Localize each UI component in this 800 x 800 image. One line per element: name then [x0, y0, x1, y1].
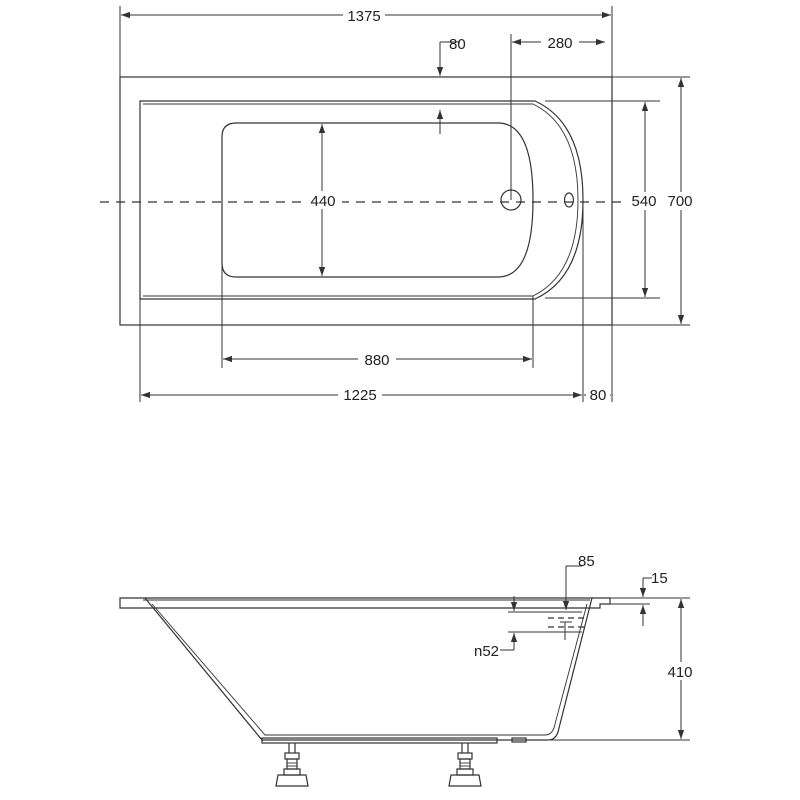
top-view: 1375 80 280 440 540 700 880	[100, 6, 697, 404]
foot-right	[448, 743, 482, 787]
overflow-outlet	[508, 611, 586, 640]
side-view: 85 15 n52 410	[119, 553, 697, 787]
dim-label-1375: 1375	[347, 8, 380, 25]
side-body	[144, 597, 593, 741]
side-body-inner	[151, 603, 588, 736]
top-basin	[221, 122, 534, 278]
dim-label-80-top: 80	[449, 36, 466, 53]
dim-label-880: 880	[364, 352, 389, 369]
side-rim	[119, 597, 611, 609]
dim-label-410: 410	[667, 664, 692, 681]
dim-label-15: 15	[651, 570, 668, 587]
dim-label-85: 85	[578, 553, 595, 570]
top-outer-rim	[119, 76, 613, 326]
dim-label-n52: n52	[474, 643, 499, 660]
dim-label-540: 540	[631, 193, 656, 210]
overflow-oval	[563, 192, 575, 208]
top-inner-shell-ledge	[143, 103, 579, 297]
dim-label-1225: 1225	[343, 387, 376, 404]
side-base-plate	[261, 737, 498, 744]
dim-label-700: 700	[667, 193, 692, 210]
dim-label-80-bottom: 80	[590, 387, 607, 404]
dim-label-280: 280	[547, 35, 572, 52]
foot-left	[275, 743, 309, 787]
dim-label-440: 440	[310, 193, 335, 210]
